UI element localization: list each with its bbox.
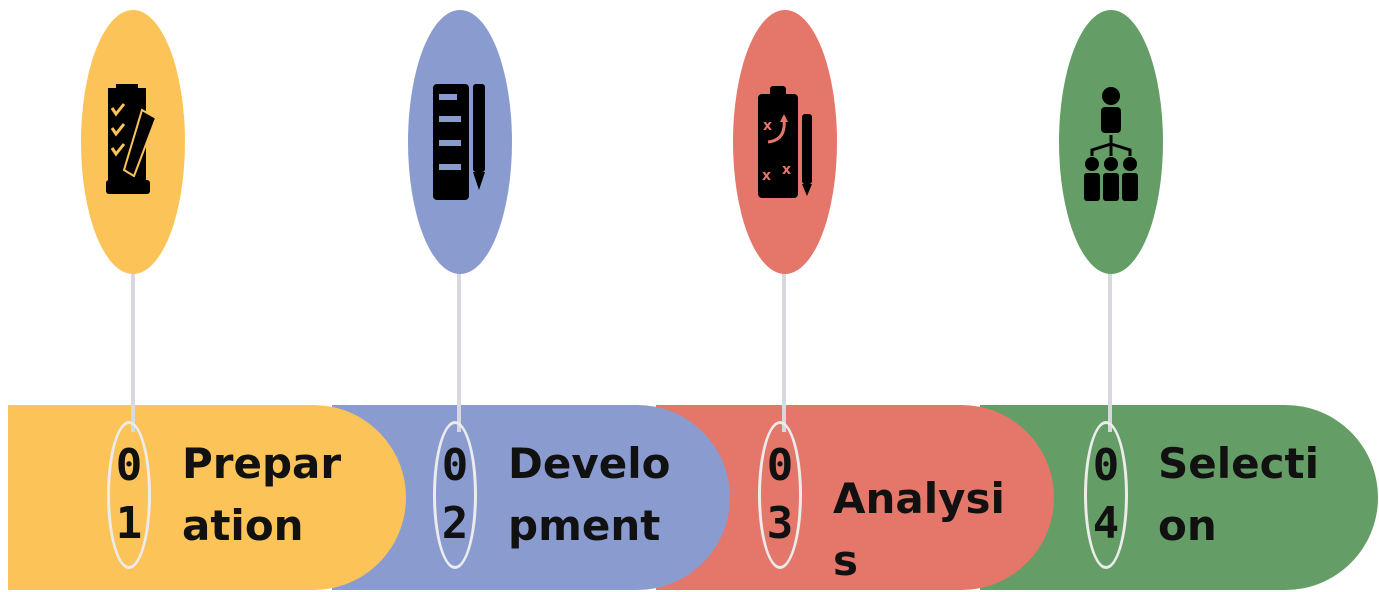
step-number-ring-1 — [107, 421, 151, 569]
svg-text:x: x — [782, 162, 791, 178]
step-number-3: 03 — [766, 440, 794, 549]
step-number-1: 01 — [115, 440, 143, 549]
step-number-ring-3 — [758, 421, 802, 569]
connector-line-1 — [131, 272, 135, 432]
person-hierarchy-icon — [1084, 87, 1138, 201]
connector-line-2 — [457, 272, 461, 432]
step-number-ring-4 — [1084, 421, 1128, 569]
step-bubble-1 — [81, 10, 185, 274]
svg-text:x: x — [763, 118, 772, 134]
step-number-ring-2 — [433, 421, 477, 569]
step-number-2: 02 — [441, 440, 469, 549]
connector-line-3 — [782, 272, 786, 432]
step-label-1: Preparation — [182, 439, 342, 550]
step-label-2: Development — [508, 439, 671, 550]
step-label-4: Selection — [1158, 439, 1319, 550]
step-bubble-3: x x x — [733, 10, 837, 274]
strategy-board-icon: x x x — [758, 86, 812, 198]
step-label-3: Analysis — [833, 474, 1005, 585]
connector-line-4 — [1108, 272, 1112, 432]
clipboard-checklist-pencil-icon — [106, 84, 158, 194]
document-scroll-pen-icon — [433, 84, 485, 200]
svg-text:x: x — [762, 168, 771, 184]
step-bubble-4 — [1059, 10, 1163, 274]
step-number-4: 04 — [1092, 440, 1120, 549]
step-band-1 — [8, 405, 406, 590]
step-bubble-2 — [408, 10, 512, 274]
